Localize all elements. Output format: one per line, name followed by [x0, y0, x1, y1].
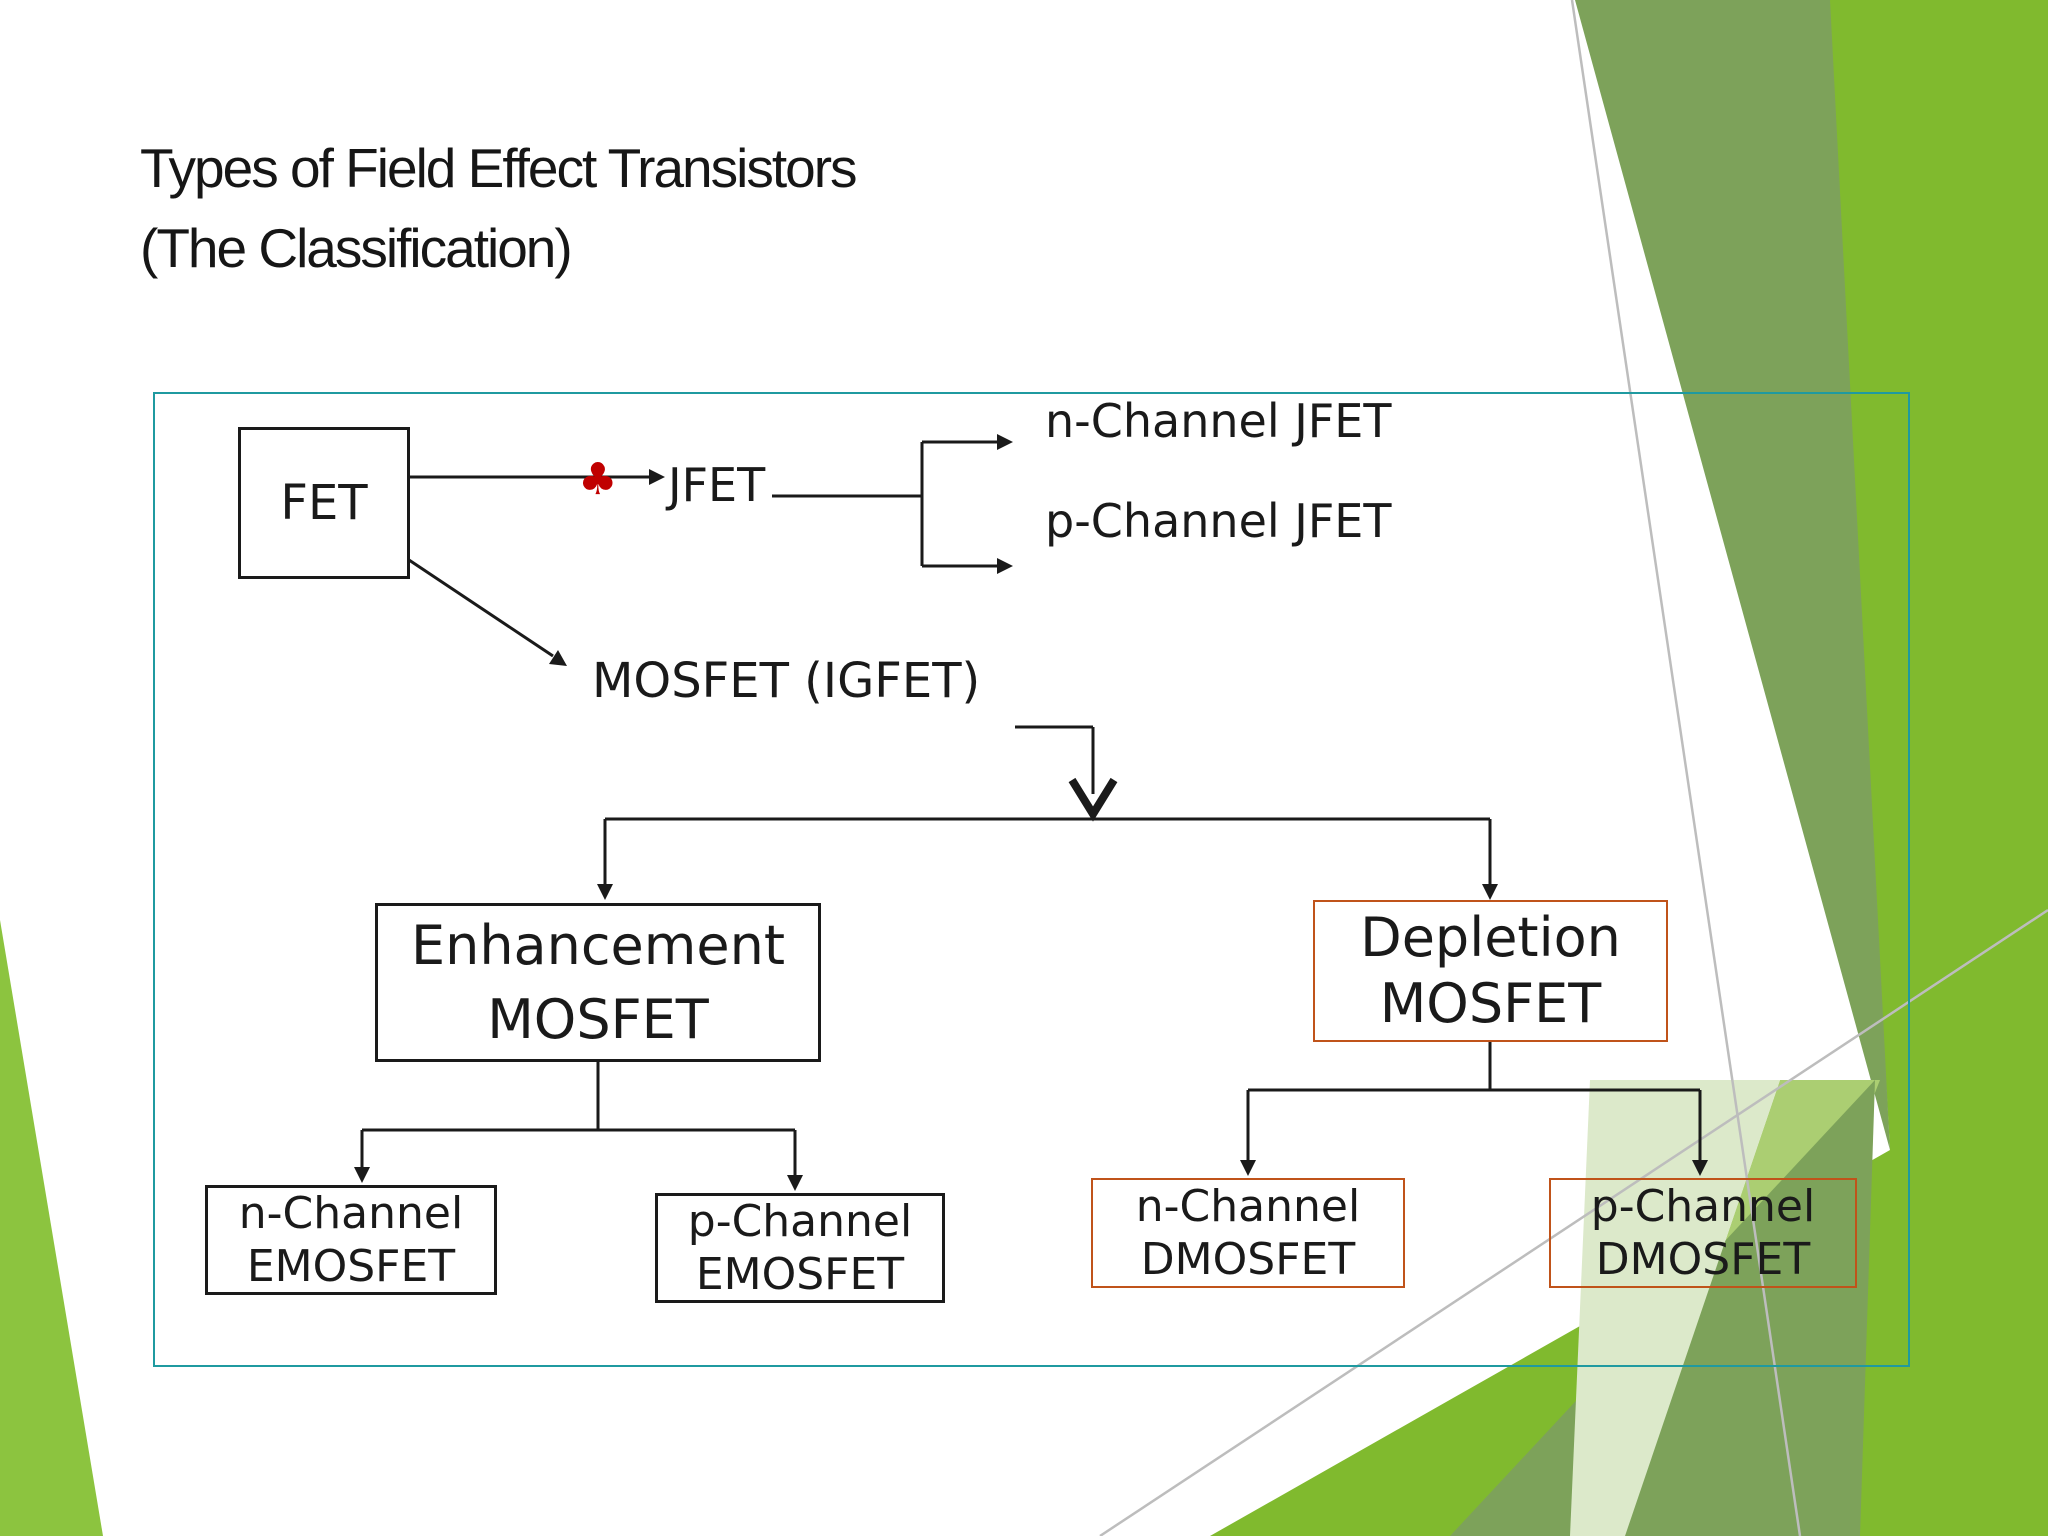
green-pale-band-bottom	[1570, 1080, 1780, 1536]
arrowhead-to-pemosfet	[787, 1175, 803, 1191]
node-pemosfet-line2: EMOSFET	[695, 1249, 905, 1300]
arrowheads	[354, 434, 1708, 1191]
slide-title: Types of Field Effect Transistors (The C…	[140, 128, 858, 288]
arrowhead-to-pdmosfet	[1692, 1160, 1708, 1176]
arrowhead-to-depletion	[1482, 884, 1498, 900]
slide-title-line2: (The Classification)	[140, 217, 573, 279]
green-lime-bottom-left-wedge	[0, 920, 103, 1536]
node-enhancement-line1: Enhancement	[410, 913, 786, 977]
node-fet: FET	[238, 427, 410, 579]
arrowhead-to-nemosfet	[354, 1167, 370, 1183]
green-sage-top-wedge	[1575, 0, 1890, 1150]
chevron-arrowhead	[1068, 777, 1118, 822]
node-depletion-line2: MOSFET	[1379, 972, 1602, 1035]
arrowhead-to-enhancement	[597, 884, 613, 900]
node-nemosfet-line1: n-Channel	[238, 1188, 464, 1239]
slide-title-line1: Types of Field Effect Transistors	[140, 137, 858, 199]
node-depletion-line1: Depletion	[1360, 906, 1621, 969]
node-p-channel-emosfet: p-Channel EMOSFET	[655, 1193, 945, 1303]
club-bullet-icon: ♣	[578, 454, 618, 505]
node-p-channel-jfet: p-Channel JFET	[1045, 494, 1392, 548]
green-hourglass-right	[1210, 0, 2048, 1536]
arrowhead-to-jfet	[649, 469, 665, 485]
gray-diagonal-line-bottom	[1099, 908, 2048, 1536]
node-ndmosfet-line2: DMOSFET	[1140, 1234, 1356, 1285]
node-p-channel-dmosfet: p-Channel DMOSFET	[1549, 1178, 1857, 1288]
arrowhead-to-njfet	[997, 434, 1013, 450]
arrowhead-to-pjfet	[997, 558, 1013, 574]
arrowhead-to-ndmosfet	[1240, 1160, 1256, 1176]
node-n-channel-emosfet: n-Channel EMOSFET	[205, 1185, 497, 1295]
node-pdmosfet-line2: DMOSFET	[1595, 1234, 1811, 1285]
node-mosfet-igfet: MOSFET (IGFET)	[592, 653, 981, 709]
gray-diagonal-line-top-right	[1570, 0, 1802, 1536]
node-enhancement-mosfet: Enhancement MOSFET	[375, 903, 821, 1062]
node-depletion-mosfet: Depletion MOSFET	[1313, 900, 1668, 1042]
node-pdmosfet-line1: p-Channel	[1590, 1181, 1816, 1232]
node-n-channel-jfet: n-Channel JFET	[1045, 394, 1392, 448]
node-jfet: JFET	[668, 458, 766, 512]
node-nemosfet-line2: EMOSFET	[246, 1241, 456, 1292]
node-fet-label: FET	[280, 475, 368, 531]
node-pemosfet-line1: p-Channel	[687, 1196, 913, 1247]
node-ndmosfet-line1: n-Channel	[1135, 1181, 1361, 1232]
line-fet-to-mosfet-diagonal	[408, 558, 554, 658]
node-enhancement-line2: MOSFET	[487, 987, 709, 1051]
arrowhead-to-mosfet	[549, 650, 567, 666]
classification-frame	[153, 392, 1910, 1367]
lines	[360, 440, 1702, 1176]
node-n-channel-dmosfet: n-Channel DMOSFET	[1091, 1178, 1405, 1288]
